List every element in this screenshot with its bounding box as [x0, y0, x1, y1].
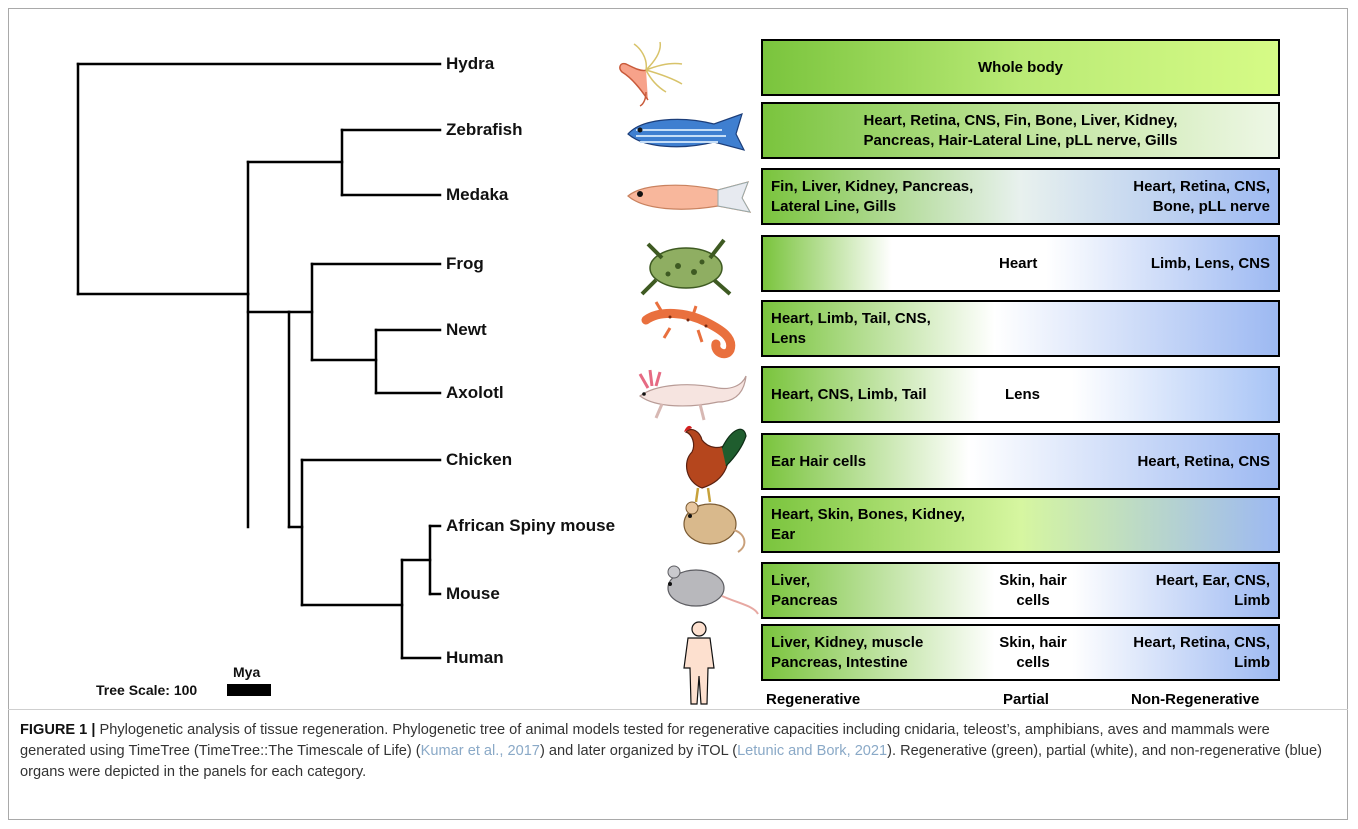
panel-hydra: Whole body — [761, 39, 1280, 96]
taxon-hydra: Hydra — [446, 54, 494, 74]
taxon-newt: Newt — [446, 320, 487, 340]
panel-mouse-left: Liver, Pancreas — [771, 571, 838, 611]
panel-spiny-left: Heart, Skin, Bones, Kidney, Ear — [771, 505, 965, 545]
panel-human-mid: Skin, hair cells — [973, 633, 1093, 673]
axis-partial: Partial — [1003, 691, 1049, 708]
panel-chicken-left: Ear Hair cells — [771, 452, 866, 472]
panel-human-right: Heart, Retina, CNS, Limb — [1133, 633, 1270, 673]
panel-frog-mid: Heart — [999, 254, 1037, 274]
taxon-chicken: Chicken — [446, 450, 512, 470]
panel-chicken-right: Heart, Retina, CNS — [1137, 452, 1270, 472]
scale-bar — [227, 684, 271, 696]
spiny-mouse-illustration — [676, 494, 752, 556]
panel-human: Liver, Kidney, muscle Pancreas, Intestin… — [761, 624, 1280, 681]
taxon-mouse: Mouse — [446, 584, 500, 604]
mouse-illustration — [658, 560, 762, 620]
taxon-human: Human — [446, 648, 504, 668]
panel-medaka-left: Fin, Liver, Kidney, Pancreas, Lateral Li… — [771, 177, 973, 217]
panel-mouse-mid: Skin, hair cells — [973, 571, 1093, 611]
panel-chicken: Ear Hair cells Heart, Retina, CNS — [761, 433, 1280, 490]
panel-mouse-right: Heart, Ear, CNS, Limb — [1156, 571, 1270, 611]
figure-label: FIGURE 1 | — [20, 722, 95, 738]
panel-axolotl-left: Heart, CNS, Limb, Tail — [771, 385, 927, 405]
panel-newt-left: Heart, Limb, Tail, CNS, Lens — [771, 309, 931, 349]
newt-illustration — [640, 300, 740, 360]
panel-newt: Heart, Limb, Tail, CNS, Lens — [761, 300, 1280, 357]
panel-human-left: Liver, Kidney, muscle Pancreas, Intestin… — [771, 633, 923, 673]
human-illustration — [674, 620, 724, 708]
chicken-illustration — [662, 418, 748, 504]
scale-label: Tree Scale: 100 — [96, 682, 197, 698]
taxon-axolotl: Axolotl — [446, 383, 504, 403]
figure-caption: FIGURE 1 | Phylogenetic analysis of tiss… — [20, 720, 1338, 783]
panel-african-spiny-mouse: Heart, Skin, Bones, Kidney, Ear — [761, 496, 1280, 553]
zebrafish-illustration — [622, 108, 762, 156]
citation-letunic[interactable]: Letunic and Bork, 2021 — [737, 743, 887, 759]
panel-frog-right: Limb, Lens, CNS — [1151, 254, 1270, 274]
caption-divider — [8, 709, 1348, 710]
panel-medaka: Fin, Liver, Kidney, Pancreas, Lateral Li… — [761, 168, 1280, 225]
axis-regenerative: Regenerative — [766, 691, 860, 708]
taxon-zebrafish: Zebrafish — [446, 120, 523, 140]
panel-zebrafish-center: Heart, Retina, CNS, Fin, Bone, Liver, Ki… — [763, 111, 1278, 151]
frog-illustration — [638, 230, 738, 300]
taxon-african-spiny-mouse: African Spiny mouse — [446, 516, 615, 536]
hydra-illustration — [610, 38, 690, 108]
taxon-frog: Frog — [446, 254, 484, 274]
medaka-illustration — [622, 176, 762, 218]
panel-medaka-right: Heart, Retina, CNS, Bone, pLL nerve — [1133, 177, 1270, 217]
citation-kumar[interactable]: Kumar et al., 2017 — [421, 743, 540, 759]
axis-non-regenerative: Non-Regenerative — [1131, 691, 1259, 708]
panel-axolotl: Heart, CNS, Limb, Tail Lens — [761, 366, 1280, 423]
panel-frog: Heart Limb, Lens, CNS — [761, 235, 1280, 292]
panel-axolotl-mid: Lens — [1005, 385, 1040, 405]
panel-zebrafish: Heart, Retina, CNS, Fin, Bone, Liver, Ki… — [761, 102, 1280, 159]
panel-hydra-center: Whole body — [763, 58, 1278, 78]
taxon-medaka: Medaka — [446, 185, 508, 205]
axolotl-illustration — [630, 362, 750, 424]
panel-mouse: Liver, Pancreas Skin, hair cells Heart, … — [761, 562, 1280, 619]
scale-unit: Mya — [233, 664, 260, 680]
caption-part2: ) and later organized by iTOL ( — [540, 743, 737, 759]
